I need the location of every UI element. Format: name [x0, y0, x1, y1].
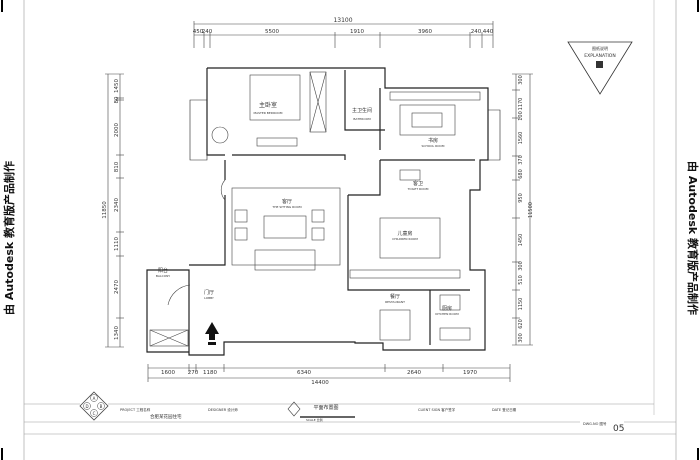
explanation-symbol: 图纸说明 EXPLANATION [567, 41, 633, 95]
dim-right-seg: 1560 [518, 132, 524, 145]
room-label-en: RESTAURANT [385, 300, 405, 304]
client-sign-label: CLIENT SIGN 客户签字 [418, 407, 456, 412]
dim-right-seg: 510 [518, 275, 524, 285]
dim-left-seg: 2000 [114, 123, 120, 137]
dim-right-seg: 620 [518, 319, 524, 329]
svg-text:C: C [93, 411, 96, 416]
dim-bottom-seg: 2640 [407, 370, 421, 376]
dim-left-total: 11850 [102, 201, 108, 219]
room-label: 主卧室 [259, 101, 277, 109]
dim-bottom-total: 14400 [311, 380, 329, 386]
project-value: 合肥某花园住宅 [150, 413, 182, 420]
room-label: 客卫 [413, 180, 423, 187]
date-label: DATE 登记日期 [492, 407, 517, 412]
svg-text:B: B [100, 404, 103, 409]
dim-right-seg: 1150 [518, 298, 524, 311]
dimension-left [105, 73, 124, 348]
stove-icon [439, 327, 471, 341]
dim-top-seg: 3960 [418, 29, 432, 35]
dim-left-seg: 80 [114, 96, 120, 103]
dim-top-seg: 440 [483, 29, 494, 35]
dwg-no-label: DWG.NO 图号 [583, 421, 607, 426]
svg-text:A: A [93, 396, 96, 401]
sofa-icon [254, 249, 316, 271]
dim-left-seg: 1450 [114, 79, 120, 93]
room-label-en: MASTER BEDROOM [254, 111, 283, 115]
dim-right-seg: 300 [518, 333, 524, 343]
dim-bottom-seg: 1970 [463, 370, 477, 376]
title-block [24, 403, 676, 435]
room-label-en: LOBBY [204, 296, 214, 300]
dim-right-seg: 1450 [518, 234, 524, 247]
dim-left-seg: 2340 [114, 198, 120, 212]
coffee-table-icon [263, 215, 307, 239]
dim-right-seg: 300 [518, 75, 524, 85]
dim-top-seg: 5500 [265, 29, 279, 35]
dim-bottom-seg: 1180 [203, 370, 217, 376]
dim-top-seg: 450 [193, 29, 204, 35]
dim-top-seg: 1910 [350, 29, 364, 35]
company-logo: A B C D [79, 391, 109, 421]
room-label-en: TOILET ROOM [407, 187, 429, 191]
room-label: 门厅 [204, 289, 214, 296]
dim-right-total: 11500 [528, 202, 534, 218]
dim-left-seg: 2470 [114, 280, 120, 294]
dim-top-total: 13100 [333, 17, 352, 24]
dim-bottom-seg: 270 [188, 370, 199, 376]
toilet-icon [399, 169, 421, 181]
living-rug-icon [231, 187, 341, 266]
dining-table-icon [379, 309, 411, 341]
dim-top-seg: 240 [202, 29, 213, 35]
dimension-right [512, 73, 533, 346]
plan-symbol-icon [287, 401, 301, 417]
furniture [149, 71, 481, 347]
dim-top-seg: 240 [471, 29, 482, 35]
room-label-en: SCHOOL ROOM [422, 144, 445, 148]
dim-right-seg: 950 [518, 193, 524, 203]
room-label: 餐厅 [390, 293, 400, 300]
svg-text:D: D [85, 404, 88, 409]
entrance-arrow-icon [205, 322, 219, 340]
armchair-icon [211, 126, 229, 144]
dim-right-seg: 300 [518, 261, 524, 271]
wardrobe-icon [309, 71, 327, 133]
designer-label: DESIGNER 设计师 [208, 407, 238, 412]
bed-child-icon [379, 217, 441, 259]
project-label: PROJECT 工程名称 [120, 407, 151, 412]
svg-text:图纸说明: 图纸说明 [592, 45, 608, 51]
room-label: 厨房 [442, 305, 452, 312]
dim-bottom-seg: 6340 [297, 370, 311, 376]
dim-right-seg: 1170 [518, 98, 524, 111]
room-label: 主卫生间 [352, 107, 372, 114]
room-label: 阳台 [158, 267, 168, 274]
room-label: 书房 [428, 137, 438, 144]
dimension-bottom [147, 364, 511, 382]
room-label-en: CHILDREN ROOM [392, 237, 418, 241]
dim-left-seg: 1110 [114, 237, 120, 251]
fridge-icon [439, 294, 461, 311]
dim-right-seg: 680 [518, 169, 524, 179]
room-label-en: KITCHEN ROOM [435, 312, 459, 316]
svg-text:EXPLANATION: EXPLANATION [584, 53, 615, 59]
room-label: 儿童房 [397, 230, 412, 237]
drawing-title: 平面布置图 [313, 404, 338, 411]
dim-left-seg: 1340 [114, 326, 120, 340]
explanation-icon [596, 61, 603, 68]
dimension-top [193, 21, 494, 48]
room-label: 客厅 [282, 198, 292, 205]
room-label-en: BATHROOM [353, 117, 371, 121]
study-rug-icon [399, 104, 456, 136]
dim-left-seg: 810 [114, 161, 120, 172]
scale-label: SCALE 比例 [306, 417, 323, 422]
dwg-no: 05 [613, 424, 624, 434]
room-label-en: BALCONY [156, 274, 170, 278]
room-label-en: THE SITTING ROOM [271, 205, 302, 209]
dim-right-seg: 100 [518, 111, 524, 121]
walls [146, 67, 501, 356]
bed-master-icon [249, 74, 301, 121]
dim-bottom-seg: 1600 [161, 370, 175, 376]
dim-right-seg: 370 [518, 155, 524, 165]
